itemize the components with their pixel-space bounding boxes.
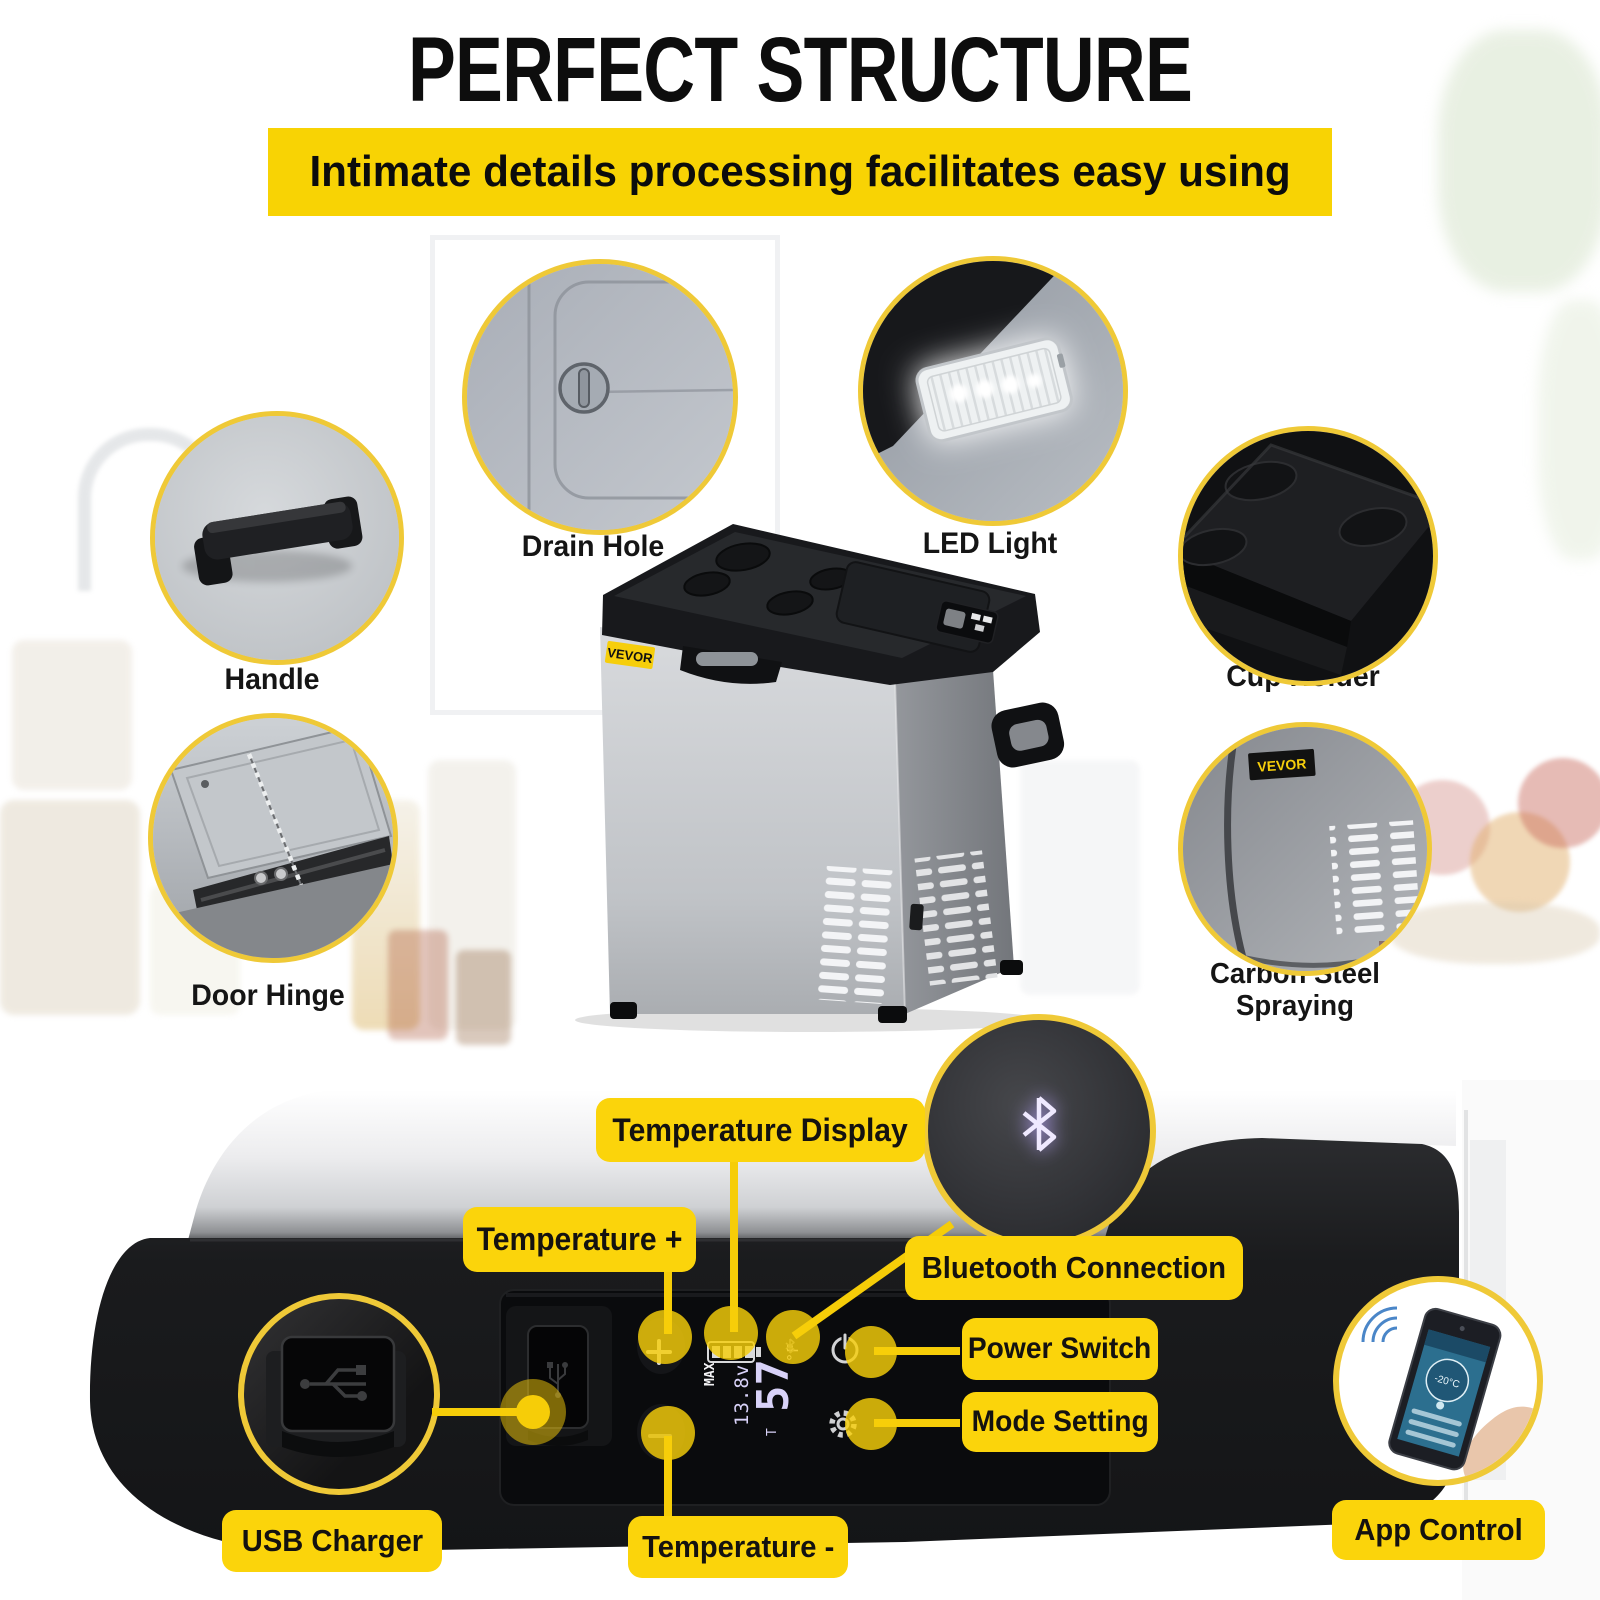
background-spice-jar	[456, 950, 511, 1045]
svg-text:VEVOR: VEVOR	[606, 645, 654, 666]
usb-port-closeup	[266, 1335, 406, 1457]
app-control-illustration: -20°C	[1361, 1306, 1537, 1480]
carbon-steel-illustration: VEVOR	[1183, 727, 1427, 971]
carbon-steel-photo: VEVOR	[1178, 722, 1432, 976]
cup-holder-photo	[1178, 426, 1438, 686]
app-control-photo: -20°C	[1333, 1276, 1543, 1486]
callout-temperature-display: Temperature Display	[596, 1098, 925, 1162]
usb-charger-photo	[238, 1293, 440, 1495]
brand-tag: VEVOR	[1257, 755, 1307, 774]
door-hinge-label: Door Hinge	[191, 979, 345, 1012]
max-label: MAX	[703, 1362, 718, 1386]
background-bowl	[1390, 902, 1600, 964]
fridge-lid	[602, 524, 1040, 685]
drain-hole-label: Drain Hole	[521, 530, 665, 563]
background-fruit	[1470, 812, 1570, 912]
fridge-lid-control-panel	[935, 600, 999, 644]
page-title: PERFECT STRUCTURE	[407, 19, 1193, 121]
handle-photo	[150, 411, 404, 665]
usb-port	[527, 1325, 589, 1446]
svg-text:°F: °F	[784, 1344, 802, 1362]
fridge-body	[600, 627, 1065, 1023]
callout-mode-setting: Mode Setting	[962, 1392, 1158, 1452]
drain-hole-illustration	[467, 264, 733, 530]
callout-usb-charger: USB Charger	[222, 1510, 442, 1572]
background-bottle	[428, 760, 516, 1030]
led-light-label: LED Light	[922, 527, 1058, 560]
drain-hole-photo	[462, 259, 738, 535]
subtitle-text: Intimate details processing facilitates …	[309, 147, 1291, 196]
usb-icon	[300, 1365, 367, 1401]
background-plant	[1538, 300, 1600, 560]
led-light-photo	[858, 256, 1128, 526]
wireless-signal-icon	[1361, 1306, 1398, 1343]
background-jar	[0, 800, 140, 1015]
callout-app-control: App Control	[1332, 1500, 1545, 1560]
bluetooth-symbol	[1022, 1096, 1057, 1152]
bluetooth-connection-photo	[922, 1014, 1156, 1248]
background-plant	[1438, 30, 1600, 292]
carbon-steel-label-line2: Spraying	[1236, 990, 1354, 1023]
svg-text:T: T	[765, 1428, 780, 1436]
background-jar	[12, 640, 132, 790]
fridge-side-handle	[991, 702, 1065, 768]
fridge-product-photo: VEVOR	[575, 524, 1065, 1032]
subtitle-banner: Intimate details processing facilitates …	[268, 128, 1332, 216]
door-hinge-photo	[148, 713, 398, 963]
brand-badge: VEVOR	[604, 641, 656, 669]
background-spice-jar	[388, 930, 448, 1040]
svg-text:13.8v: 13.8v	[731, 1364, 753, 1426]
callout-bluetooth-connection: Bluetooth Connection	[905, 1236, 1243, 1300]
callout-temperature-plus: Temperature +	[463, 1207, 696, 1272]
callout-temperature-minus: Temperature -	[628, 1516, 848, 1578]
smartphone: -20°C	[1388, 1307, 1502, 1471]
handle-label: Handle	[224, 663, 320, 696]
callout-power-switch: Power Switch	[962, 1318, 1158, 1380]
background-fruit	[1518, 758, 1600, 848]
door-hinge-illustration	[153, 718, 393, 958]
led-light-illustration	[863, 261, 1123, 521]
cup-holder-illustration	[1183, 431, 1433, 681]
handle-illustration	[155, 416, 399, 660]
svg-text:57: 57	[748, 1359, 799, 1412]
